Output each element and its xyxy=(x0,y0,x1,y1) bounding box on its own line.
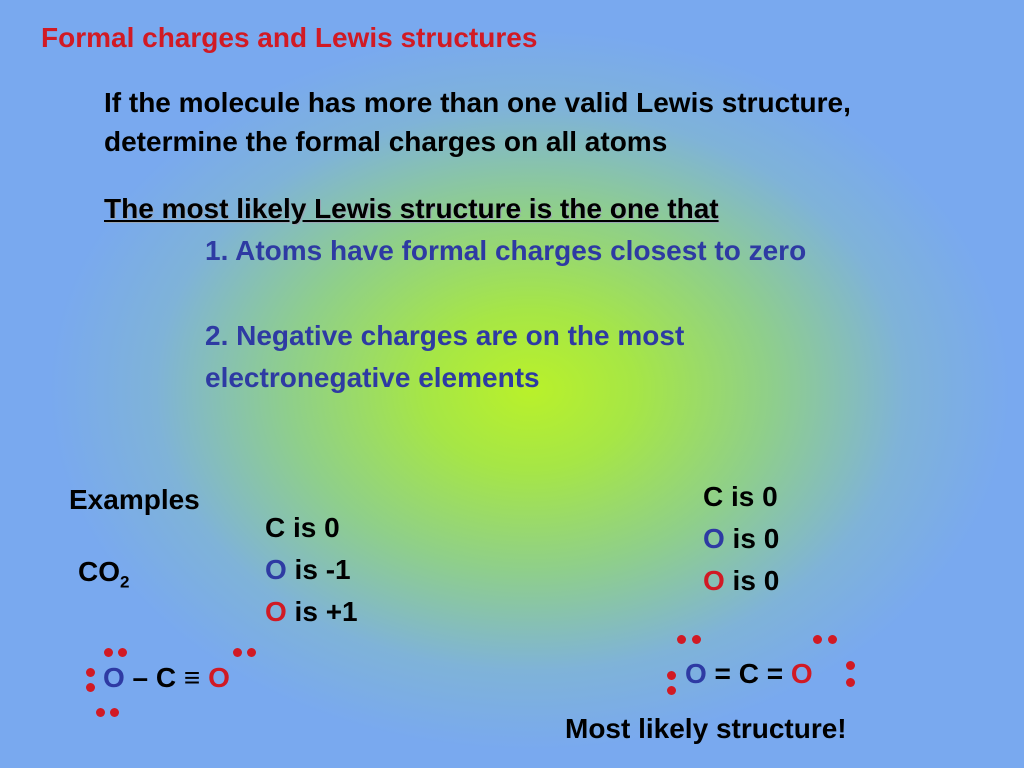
formula-co2: CO2 xyxy=(78,556,129,593)
left-formal-charges: C is 0 O is -1 O is +1 xyxy=(265,507,358,633)
intro-line-2: determine the formal charges on all atom… xyxy=(104,126,668,157)
electron-dot xyxy=(667,686,676,695)
right-charge-c: C is 0 xyxy=(703,481,778,512)
most-likely-verdict: Most likely structure! xyxy=(565,713,847,744)
left-o-blue-atom: O xyxy=(265,554,287,585)
right-o-red-atom: O xyxy=(703,565,725,596)
left-struct-o1: O xyxy=(103,662,125,693)
right-struct-o1: O xyxy=(685,658,707,689)
slide-title: Formal charges and Lewis structures xyxy=(41,22,538,53)
right-o-blue-value: is 0 xyxy=(724,523,780,554)
electron-dot xyxy=(667,671,676,680)
right-struct-bond1: = xyxy=(706,658,739,689)
left-struct-o2: O xyxy=(208,662,230,693)
rule-1: 1. Atoms have formal charges closest to … xyxy=(205,235,807,266)
electron-dot xyxy=(233,648,242,657)
right-lewis-structure: O = C = O xyxy=(685,658,813,690)
left-struct-c: C xyxy=(155,662,177,693)
electron-dot xyxy=(86,668,95,677)
intro-line-1: If the molecule has more than one valid … xyxy=(104,87,851,118)
electron-dot xyxy=(118,648,127,657)
electron-dot xyxy=(104,648,113,657)
electron-dot xyxy=(96,708,105,717)
electron-dot xyxy=(846,678,855,687)
electron-dot xyxy=(677,635,686,644)
right-struct-c: C xyxy=(738,658,759,689)
right-struct-bond2: = xyxy=(758,658,791,689)
right-charge-o-red: O is 0 xyxy=(703,560,779,602)
intro-text: If the molecule has more than one valid … xyxy=(104,83,851,161)
electron-dot xyxy=(813,635,822,644)
right-formal-charges: C is 0 O is 0 O is 0 xyxy=(703,476,779,602)
left-charge-o-blue: O is -1 xyxy=(265,549,358,591)
left-charge-c: C is 0 xyxy=(265,512,340,543)
examples-label: Examples xyxy=(69,484,200,515)
electron-dot xyxy=(828,635,837,644)
left-charge-o-red: O is +1 xyxy=(265,591,358,633)
left-o-red-value: is +1 xyxy=(286,596,358,627)
left-o-red-atom: O xyxy=(265,596,287,627)
right-struct-o2: O xyxy=(790,658,813,689)
rule-2-line-2: electronegative elements xyxy=(205,362,540,393)
left-struct-bond2: ≡ xyxy=(176,662,209,693)
left-lewis-structure: O – C ≡ O xyxy=(103,662,230,694)
electron-dot xyxy=(86,683,95,692)
left-struct-bond1: – xyxy=(124,662,156,693)
electron-dot xyxy=(692,635,701,644)
electron-dot xyxy=(247,648,256,657)
formula-main: CO xyxy=(78,556,120,587)
likely-heading: The most likely Lewis structure is the o… xyxy=(104,193,719,224)
formula-subscript: 2 xyxy=(120,572,130,592)
electron-dot xyxy=(846,661,855,670)
right-o-red-value: is 0 xyxy=(724,565,780,596)
right-o-blue-atom: O xyxy=(703,523,725,554)
rule-2-line-1: 2. Negative charges are on the most xyxy=(205,320,685,351)
rule-2: 2. Negative charges are on the most elec… xyxy=(205,315,684,399)
right-charge-o-blue: O is 0 xyxy=(703,518,779,560)
electron-dot xyxy=(110,708,119,717)
left-o-blue-value: is -1 xyxy=(286,554,351,585)
